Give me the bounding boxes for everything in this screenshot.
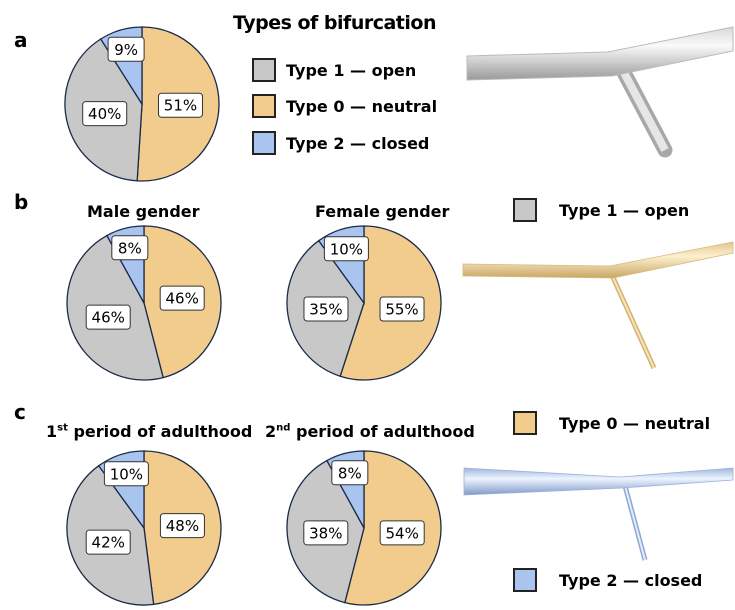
pie-title-female: Female gender xyxy=(315,202,450,221)
data-label: 55% xyxy=(385,301,418,319)
legend-closed: Type 2 — closed xyxy=(252,131,429,155)
data-label: 51% xyxy=(164,97,197,115)
data-label-box xyxy=(111,235,149,261)
tube-swatch-neutral xyxy=(513,411,537,435)
data-label: 48% xyxy=(166,517,199,535)
data-label-box xyxy=(85,529,131,555)
data-label: 38% xyxy=(309,524,342,542)
data-label-box xyxy=(303,296,349,322)
panel-label-b: b xyxy=(14,190,29,214)
data-label-box xyxy=(379,520,425,546)
data-label-box xyxy=(303,520,349,546)
data-label-box xyxy=(323,236,369,262)
tube-neutral xyxy=(462,241,734,370)
legend-open: Type 1 — open xyxy=(252,58,416,82)
pie-chart-2: 55% 35% 10% xyxy=(286,225,442,381)
pie-chart-3: 48% 42% 10% xyxy=(66,450,222,606)
data-label: 10% xyxy=(110,465,143,483)
data-label-box xyxy=(159,285,205,311)
data-label-box xyxy=(379,296,425,322)
pie-title-period-2: 2nd period of adulthood xyxy=(265,422,475,441)
tube-closed xyxy=(463,467,734,561)
data-label-box xyxy=(82,101,128,127)
data-label: 46% xyxy=(92,309,125,327)
data-label-box xyxy=(103,461,149,487)
pie-title-male: Male gender xyxy=(87,202,200,221)
data-label: 9% xyxy=(114,41,138,59)
legend-neutral: Type 0 — neutral xyxy=(252,94,437,118)
data-label-box xyxy=(107,36,145,62)
tube-open xyxy=(466,26,734,158)
tube-swatch-closed xyxy=(513,568,537,592)
panel-label-a: a xyxy=(14,28,28,52)
data-label: 35% xyxy=(309,301,342,319)
data-label: 10% xyxy=(330,240,363,258)
legend-swatch-open xyxy=(252,58,276,82)
tube-legend-open: Type 1 — open xyxy=(513,198,689,222)
tube-legend-neutral: Type 0 — neutral xyxy=(513,411,710,435)
chart-title: Types of bifurcation xyxy=(233,12,436,34)
pie-chart-1: 46% 46% 8% xyxy=(66,225,222,381)
data-label-box xyxy=(85,304,131,330)
data-label: 8% xyxy=(338,464,362,482)
pie-chart-0: 51% 40% 9% xyxy=(64,26,220,182)
legend-swatch-neutral xyxy=(252,94,276,118)
data-label: 8% xyxy=(118,239,142,257)
pie-chart-4: 54% 38% 8% xyxy=(286,450,442,606)
data-label-box xyxy=(159,513,205,539)
panel-label-c: c xyxy=(14,400,26,424)
tube-swatch-open xyxy=(513,198,537,222)
data-label: 46% xyxy=(166,290,199,308)
legend-swatch-closed xyxy=(252,131,276,155)
tube-legend-closed: Type 2 — closed xyxy=(513,568,702,592)
data-label: 40% xyxy=(88,105,121,123)
data-label-box xyxy=(157,92,203,118)
pie-title-period-1: 1st period of adulthood xyxy=(46,422,253,441)
data-label: 54% xyxy=(386,524,419,542)
data-label-box xyxy=(331,460,369,486)
data-label: 42% xyxy=(92,534,125,552)
